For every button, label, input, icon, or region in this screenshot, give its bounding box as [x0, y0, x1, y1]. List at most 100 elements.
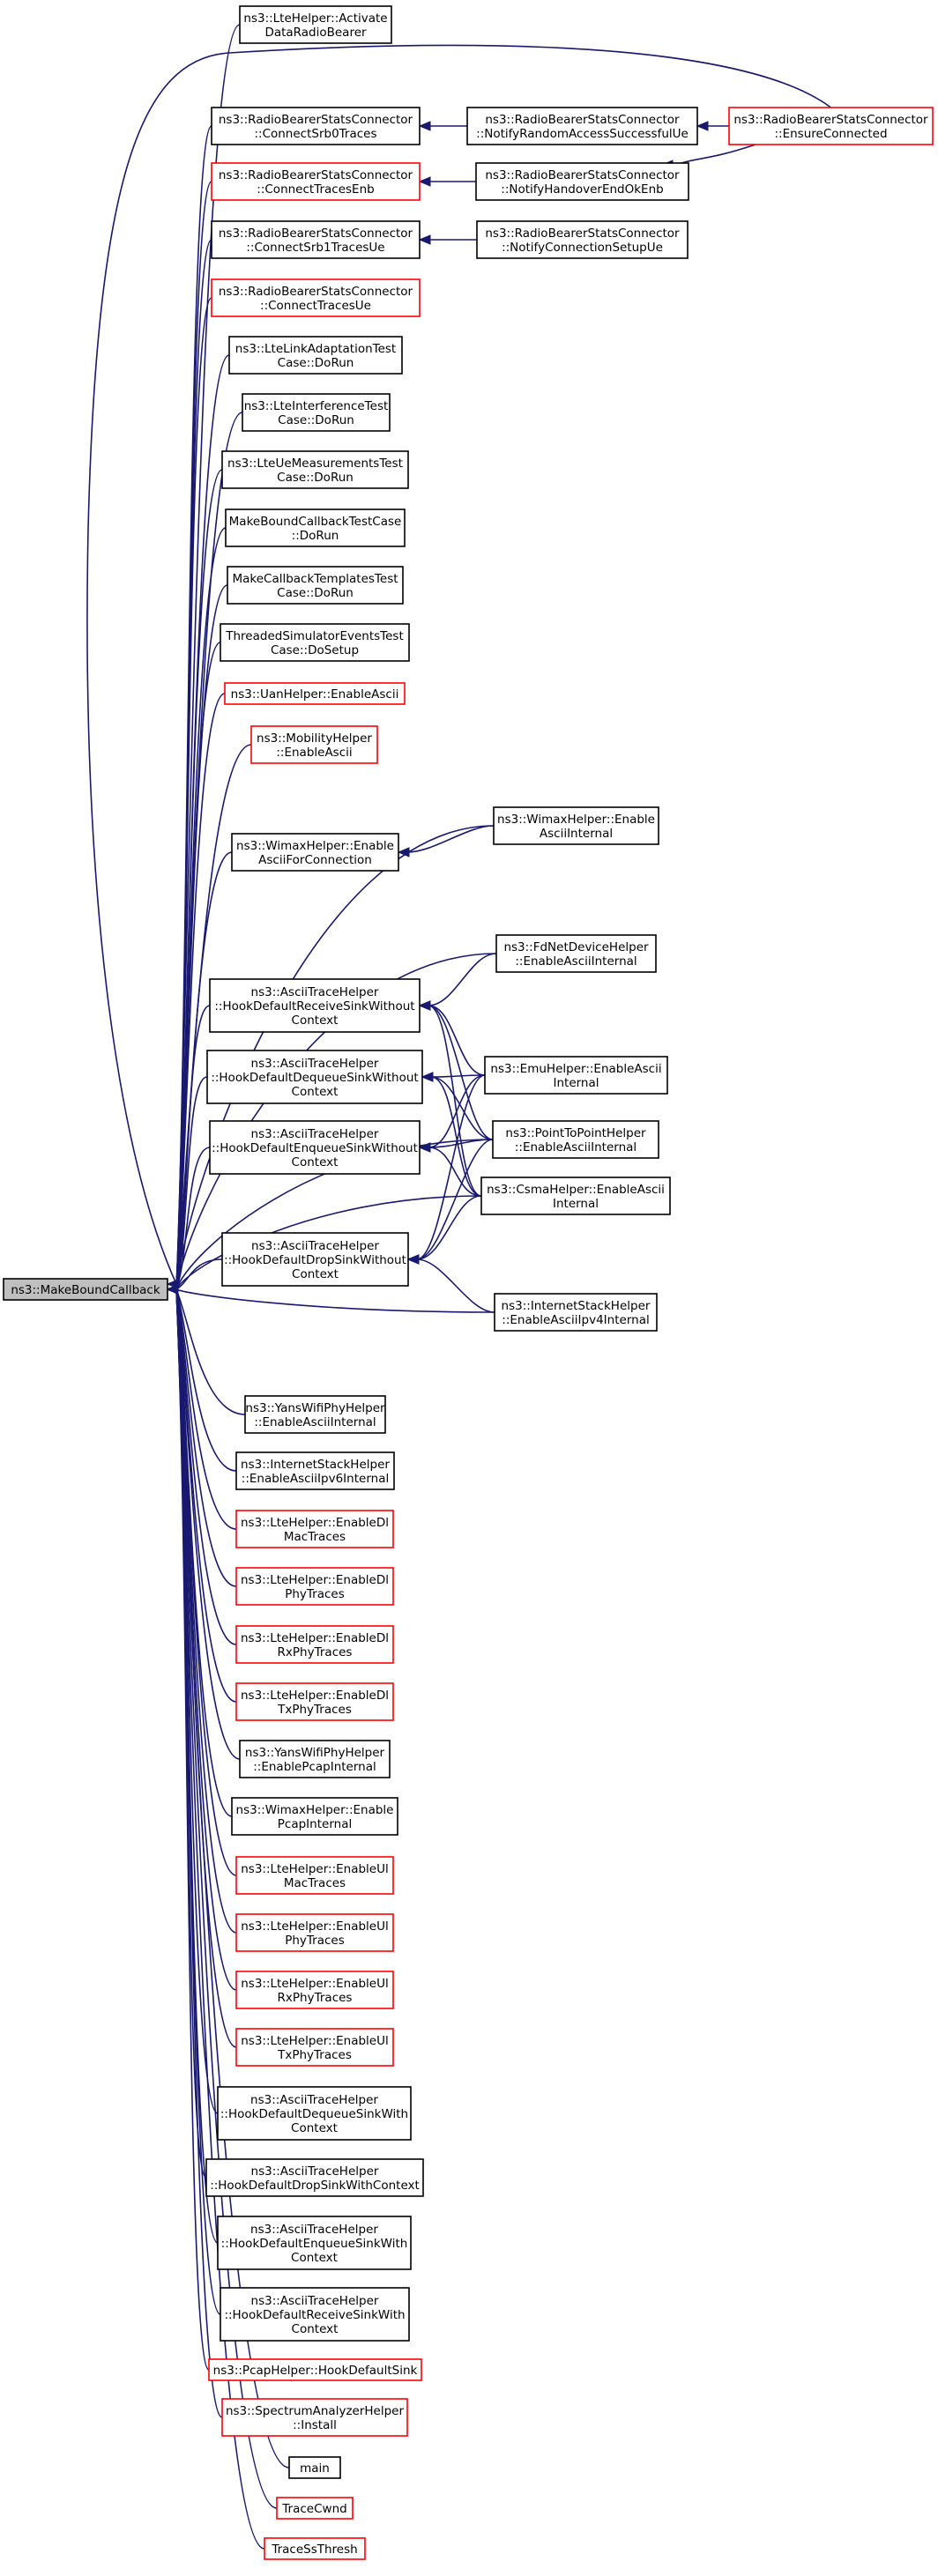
edge-n24-to-root	[166, 1284, 237, 1703]
node-ns3-radiobearerstatsconnector-connectsrb1tracesue[interactable]: ns3::RadioBearerStatsConnector::ConnectS…	[211, 220, 421, 259]
edge-c7-to-n18	[406, 1139, 494, 1265]
node-ns3-asciitracehelper-hookdefaultdropsinkwithcontext[interactable]: ns3::AsciiTraceHelper::HookDefaultDropSi…	[205, 2158, 424, 2197]
node-label: ::EnableAsciiIpv6Internal	[242, 1472, 389, 1486]
edge-arrowhead	[418, 234, 431, 245]
node-makeboundcallbacktestcase-dorun[interactable]: MakeBoundCallbackTestCase::DoRun	[225, 509, 406, 547]
node-ns3-csmahelper-enableasciiinternal[interactable]: ns3::CsmaHelper::EnableAsciiInternal	[480, 1177, 671, 1215]
node-ns3-asciitracehelper-hookdefaultenqueuesinkwithoutcontext[interactable]: ns3::AsciiTraceHelper::HookDefaultEnqueu…	[209, 1120, 421, 1175]
node-ns3-yanswifiphyhelper-enableasciiinternal[interactable]: ns3::YansWifiPhyHelper::EnableAsciiInter…	[244, 1395, 386, 1434]
node-label: Case::DoRun	[278, 356, 354, 370]
node-ns3-fdnetdevicehelper-enableasciiinternal[interactable]: ns3::FdNetDeviceHelper::EnableAsciiInter…	[495, 934, 657, 973]
node-box	[227, 566, 404, 605]
node-box	[484, 1056, 668, 1095]
node-label: ns3::RadioBearerStatsConnector	[485, 113, 680, 127]
node-label: MakeCallbackTemplatesTest	[232, 572, 398, 586]
node-ns3-asciitracehelper-hookdefaultdequeuesinkwithoutcontext[interactable]: ns3::AsciiTraceHelper::HookDefaultDequeu…	[206, 1050, 423, 1104]
edge-arrowhead	[406, 1254, 420, 1265]
node-label: ::EnableAsciiInternal	[515, 954, 636, 969]
node-label: ns3::InternetStackHelper	[502, 1299, 651, 1313]
node-label: ns3::RadioBearerStatsConnector	[219, 285, 413, 299]
node-ns3-asciitracehelper-hookdefaultreceivesinkwithoutcontext[interactable]: ns3::AsciiTraceHelper::HookDefaultReceiv…	[209, 978, 421, 1033]
node-box	[495, 934, 657, 973]
node-label: ns3::WimaxHelper::Enable	[236, 1803, 394, 1817]
node-box	[217, 2216, 412, 2270]
edge-c9-to-root	[166, 1284, 495, 1313]
node-box	[220, 2287, 410, 2342]
node-ns3-asciitracehelper-hookdefaultdropsinkwithoutcontext[interactable]: ns3::AsciiTraceHelper::HookDefaultDropSi…	[221, 1232, 409, 1287]
node-tracecwnd[interactable]: TraceCwnd	[276, 2497, 354, 2520]
node-ns3-wimaxhelper-enablepcapinternal[interactable]: ns3::WimaxHelper::EnablePcapInternal	[231, 1797, 398, 1836]
node-ns3-uanhelper-enableascii[interactable]: ns3::UanHelper::EnableAscii	[224, 682, 406, 705]
node-ns3-mobilityhelper-enableascii[interactable]: ns3::MobilityHelper::EnableAscii	[250, 725, 378, 764]
node-ns3-emuhelper-enableasciiinternal[interactable]: ns3::EmuHelper::EnableAsciiInternal	[484, 1056, 668, 1095]
node-box	[242, 393, 391, 432]
node-box	[250, 725, 378, 764]
node-ns3-asciitracehelper-hookdefaultreceivesinkwithcontext[interactable]: ns3::AsciiTraceHelper::HookDefaultReceiv…	[220, 2287, 410, 2342]
node-ns3-radiobearerstatsconnector-connecttracesue[interactable]: ns3::RadioBearerStatsConnector::ConnectT…	[211, 278, 421, 317]
node-ns3-wimaxhelper-enableasciiinternal[interactable]: ns3::WimaxHelper::EnableAsciiInternal	[493, 806, 659, 845]
node-label: ns3::LteHelper::EnableUl	[241, 2034, 389, 2048]
node-label: ns3::SpectrumAnalyzerHelper	[226, 2404, 405, 2418]
node-label: ::HookDefaultReceiveSinkWith	[224, 2308, 405, 2322]
node-label: ns3::WimaxHelper::Enable	[497, 813, 655, 827]
node-ns3-wimaxhelper-enableasciiforconnection[interactable]: ns3::WimaxHelper::EnableAsciiForConnecti…	[231, 833, 399, 872]
edge-line	[430, 1076, 494, 1140]
node-ns3-internetstackhelper-enableasciiipv6internal[interactable]: ns3::InternetStackHelper::EnableAsciiIpv…	[235, 1451, 395, 1490]
edge-n30-to-root	[166, 1284, 237, 2048]
node-label: ns3::LteUeMeasurementsTest	[227, 457, 403, 471]
node-ns3-radiobearerstatsconnector-notifyconnectionsetupue[interactable]: ns3::RadioBearerStatsConnector::NotifyCo…	[476, 220, 689, 259]
node-label: MacTraces	[284, 1876, 346, 1890]
node-label: ns3::LteHelper::EnableDl	[241, 1573, 389, 1587]
node-label: ::HookDefaultEnqueueSinkWith	[221, 2237, 408, 2251]
node-label: ns3::InternetStackHelper	[241, 1458, 390, 1472]
node-box	[480, 1177, 671, 1215]
node-ns3-spectrumanalyzerhelper-install[interactable]: ns3::SpectrumAnalyzerHelper::Install	[221, 2398, 408, 2437]
node-label: Case::DoRun	[278, 413, 354, 427]
node-label: RxPhyTraces	[278, 1991, 353, 2005]
edge-line	[175, 1288, 246, 1415]
node-label: ::NotifyRandomAccessSuccessfulUe	[476, 127, 689, 141]
node-ns3-pointtopointhelper-enableasciiinternal[interactable]: ns3::PointToPointHelper::EnableAsciiInte…	[492, 1120, 659, 1159]
node-box	[225, 509, 406, 547]
node-ns3-radiobearerstatsconnector-notifyhandoverendokenb[interactable]: ns3::RadioBearerStatsConnector::NotifyHa…	[475, 162, 689, 201]
node-label: PhyTraces	[285, 1934, 345, 1948]
node-label: ns3::PointToPointHelper	[505, 1126, 646, 1140]
node-box	[288, 2456, 341, 2479]
edge-d1-to-c1	[696, 121, 729, 131]
node-tracessthresh[interactable]: TraceSsThresh	[264, 2537, 366, 2560]
node-ns3-radiobearerstatsconnector-notifyrandomaccesssuccessfulue[interactable]: ns3::RadioBearerStatsConnector::NotifyRa…	[466, 107, 698, 145]
node-ns3-radiobearerstatsconnector-connectsrb0traces[interactable]: ns3::RadioBearerStatsConnector::ConnectS…	[211, 107, 421, 145]
node-label: ns3::LteHelper::EnableUl	[241, 1977, 389, 1991]
node-label: ns3::RadioBearerStatsConnector	[219, 226, 413, 241]
node-ns3-asciitracehelper-hookdefaultdequeuesinkwithcontext[interactable]: ns3::AsciiTraceHelper::HookDefaultDequeu…	[217, 2086, 412, 2141]
node-ns3-internetstackhelper-enableasciiipv4internal[interactable]: ns3::InternetStackHelper::EnableAsciiIpv…	[494, 1293, 658, 1332]
node-ns3-yanswifiphyhelper-enablepcapinternal[interactable]: ns3::YansWifiPhyHelper::EnablePcapIntern…	[239, 1740, 391, 1778]
edge-arrowhead	[418, 1000, 431, 1011]
node-box	[220, 623, 410, 662]
node-ns3-radiobearerstatsconnector-ensureconnected[interactable]: ns3::RadioBearerStatsConnector::EnsureCo…	[728, 107, 934, 145]
node-box	[231, 1797, 398, 1836]
node-ns3-radiobearerstatsconnector-connecttracesenb[interactable]: ns3::RadioBearerStatsConnector::ConnectT…	[211, 162, 421, 201]
node-ns3-pcaphelper-hookdefaultsink[interactable]: ns3::PcapHelper::HookDefaultSink	[208, 2358, 422, 2381]
node-box	[476, 220, 689, 259]
node-main[interactable]: main	[288, 2456, 341, 2479]
edge-line	[175, 1258, 223, 1290]
node-label: ::HookDefaultDequeueSinkWithout	[211, 1071, 418, 1085]
node-box	[493, 806, 659, 845]
node-ns3-asciitracehelper-hookdefaultenqueuesinkwithcontext[interactable]: ns3::AsciiTraceHelper::HookDefaultEnqueu…	[217, 2216, 412, 2270]
edge-c8-to-n17	[418, 1142, 482, 1197]
